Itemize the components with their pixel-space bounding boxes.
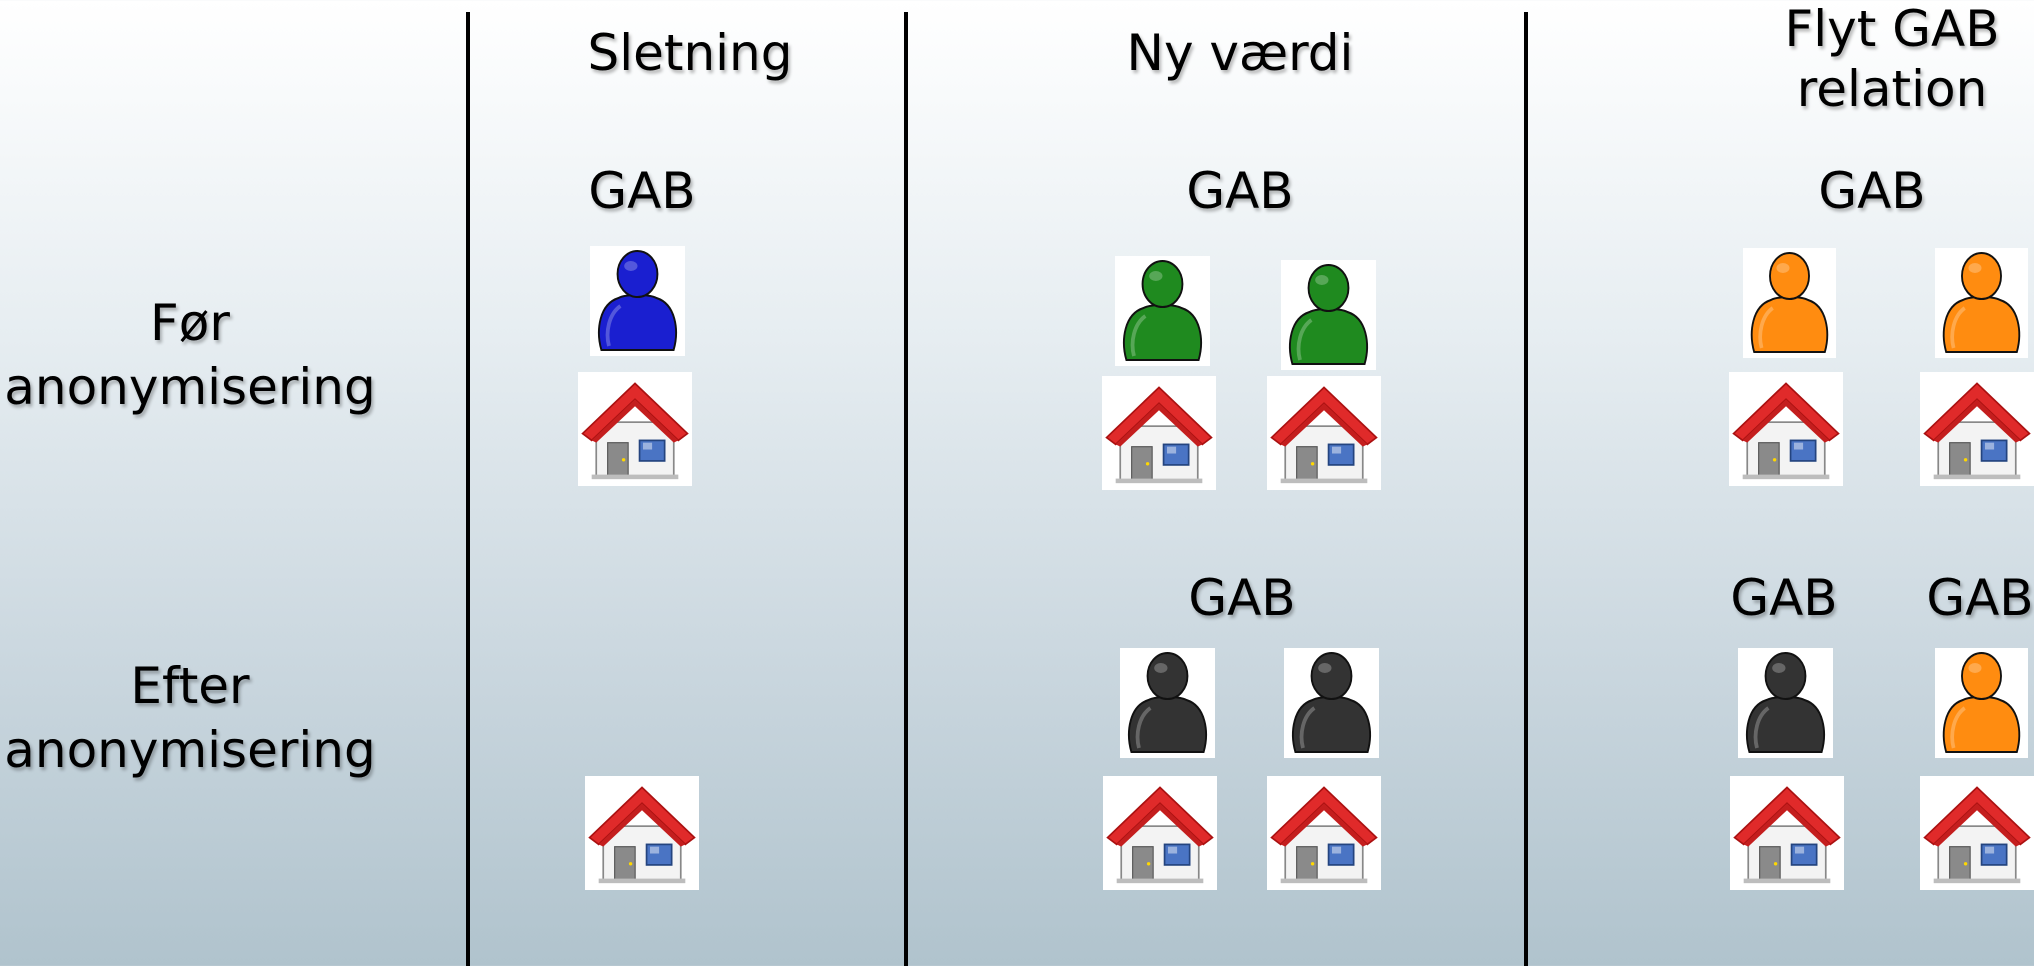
house-icon (578, 372, 692, 486)
house-icon (1267, 776, 1381, 890)
gab-label: GAB (588, 162, 696, 220)
row-label-foer-line1: Før (150, 294, 230, 352)
column-header-flyt-line1: Flyt GAB (1784, 0, 2000, 58)
row-label-foer-line2: anonymisering (4, 358, 376, 416)
column-header-flyt-line2: relation (1796, 60, 1988, 118)
person-icon (1935, 648, 2028, 758)
house-icon (585, 776, 699, 890)
column-divider-1 (466, 12, 470, 966)
house-icon (1102, 376, 1216, 490)
gab-label: GAB (1730, 569, 1838, 627)
gab-label: GAB (1186, 162, 1294, 220)
person-icon (1284, 648, 1379, 758)
person-icon (590, 246, 685, 356)
house-icon (1920, 372, 2034, 486)
person-icon (1120, 648, 1215, 758)
person-icon (1935, 248, 2028, 358)
house-icon (1103, 776, 1217, 890)
house-icon (1267, 376, 1381, 490)
person-icon (1115, 256, 1210, 366)
column-divider-3 (1524, 12, 1528, 966)
person-icon (1738, 648, 1833, 758)
row-label-efter-line1: Efter (130, 657, 250, 715)
house-icon (1729, 372, 1843, 486)
column-header-ny-vaerdi: Ny værdi (1126, 24, 1354, 82)
house-icon (1920, 776, 2034, 890)
column-divider-2 (904, 12, 908, 966)
gab-label: GAB (1188, 569, 1296, 627)
person-icon (1743, 248, 1836, 358)
person-icon (1281, 260, 1376, 370)
column-header-sletning: Sletning (587, 24, 793, 82)
gab-label: GAB (1818, 162, 1926, 220)
house-icon (1730, 776, 1844, 890)
gab-label: GAB (1926, 569, 2034, 627)
row-label-efter-line2: anonymisering (4, 721, 376, 779)
